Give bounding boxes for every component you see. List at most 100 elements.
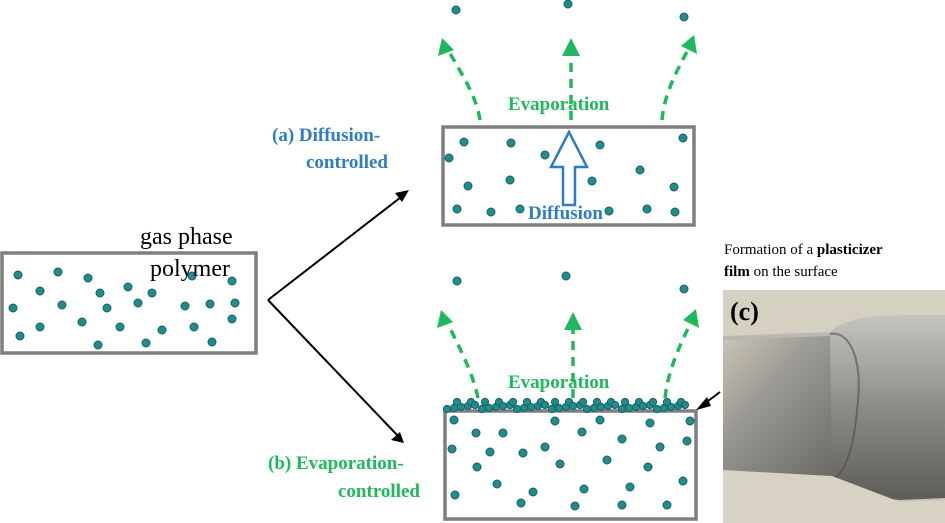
film-pointer-arrow: [696, 391, 721, 410]
particle: [643, 462, 653, 472]
evaporation-controlled-label-line2: controlled: [338, 481, 420, 502]
particle: [498, 428, 508, 438]
particle: [450, 490, 460, 500]
photo-label: (c): [730, 297, 759, 326]
particle: [540, 400, 550, 410]
polymer-label: polymer: [150, 256, 230, 282]
particle: [515, 204, 525, 214]
polymer-particles-left: [8, 267, 240, 350]
particle: [498, 401, 508, 411]
particle: [518, 448, 528, 458]
particle: [472, 462, 482, 472]
diffusion-controlled-label-line1: (a) Diffusion-: [272, 125, 380, 146]
surface-plasticizer-film: [442, 397, 690, 414]
particle: [187, 271, 197, 281]
particle: [508, 397, 518, 407]
particle: [682, 436, 692, 446]
particle: [516, 498, 526, 508]
particle: [207, 337, 217, 347]
particle: [480, 397, 490, 407]
particle: [540, 442, 550, 452]
caption-line2: film on the surface: [724, 264, 838, 280]
particle: [102, 303, 112, 313]
particle: [463, 181, 473, 191]
particle: [645, 418, 655, 428]
particle: [635, 165, 645, 175]
particle: [595, 415, 605, 425]
gas-phase-label: gas phase: [140, 224, 233, 250]
particle: [83, 273, 93, 283]
particle: [57, 300, 67, 310]
escaped-particles-b: [452, 271, 689, 294]
sample-photo: (c): [723, 290, 945, 523]
particle: [123, 282, 133, 292]
particle: [180, 301, 190, 311]
particle: [624, 403, 634, 413]
evaporation-label-bottom: Evaporation: [508, 372, 610, 393]
particle: [506, 138, 516, 148]
particle: [638, 401, 648, 411]
particle: [526, 402, 536, 412]
particle: [642, 204, 652, 214]
particle: [587, 176, 597, 186]
particle: [617, 500, 627, 510]
particle: [550, 416, 560, 426]
particle: [35, 286, 45, 296]
particle: [227, 314, 237, 324]
particle: [189, 322, 199, 332]
particle: [444, 153, 454, 163]
particle: [596, 402, 606, 412]
particle: [582, 404, 592, 414]
particle: [230, 298, 240, 308]
particle: [652, 404, 662, 414]
particle: [115, 322, 125, 332]
particle: [655, 442, 665, 452]
particle: [449, 415, 459, 425]
particle: [95, 288, 105, 298]
particle: [456, 402, 466, 412]
particle: [133, 298, 143, 308]
branch-arrows: [267, 190, 409, 443]
particle: [15, 331, 25, 341]
particle: [670, 207, 680, 217]
particle: [680, 400, 690, 410]
particle: [13, 270, 23, 280]
particle: [617, 434, 627, 444]
particle: [568, 401, 578, 411]
particles-diffusion-controlled: [444, 133, 688, 217]
particle: [540, 150, 550, 160]
particle: [678, 133, 688, 143]
particle: [554, 403, 564, 413]
particle: [570, 501, 580, 511]
diffusion-controlled-label-line2: controlled: [306, 152, 388, 173]
particle: [505, 175, 515, 185]
particle: [485, 447, 495, 457]
particle: [550, 397, 560, 407]
evaporation-controlled-label-line1: (b) Evaporation-: [268, 453, 404, 474]
particle: [486, 207, 496, 217]
particle: [648, 397, 658, 407]
diffusion-label: Diffusion: [528, 203, 603, 224]
evaporation-arrows-b: [437, 309, 699, 399]
escaped-particles-a: [451, 0, 689, 22]
particle: [595, 140, 605, 150]
particles-evaporation-controlled: [447, 415, 695, 511]
particle: [157, 325, 167, 335]
particle: [547, 404, 557, 414]
particle: [602, 455, 612, 465]
evaporation-controlled-box: [443, 409, 698, 521]
particle: [610, 400, 620, 410]
particle: [471, 428, 481, 438]
particle: [141, 338, 151, 348]
particle: [662, 500, 672, 510]
particle: [685, 416, 695, 426]
particle: [227, 276, 237, 286]
diffusion-arrow-icon: [548, 129, 590, 207]
particle: [8, 303, 18, 313]
particle: [484, 403, 494, 413]
particle: [678, 476, 688, 486]
evaporation-arrows-a: [438, 35, 697, 121]
particle: [447, 444, 457, 454]
caption-line1: Formation of a plasticizer: [724, 242, 883, 258]
